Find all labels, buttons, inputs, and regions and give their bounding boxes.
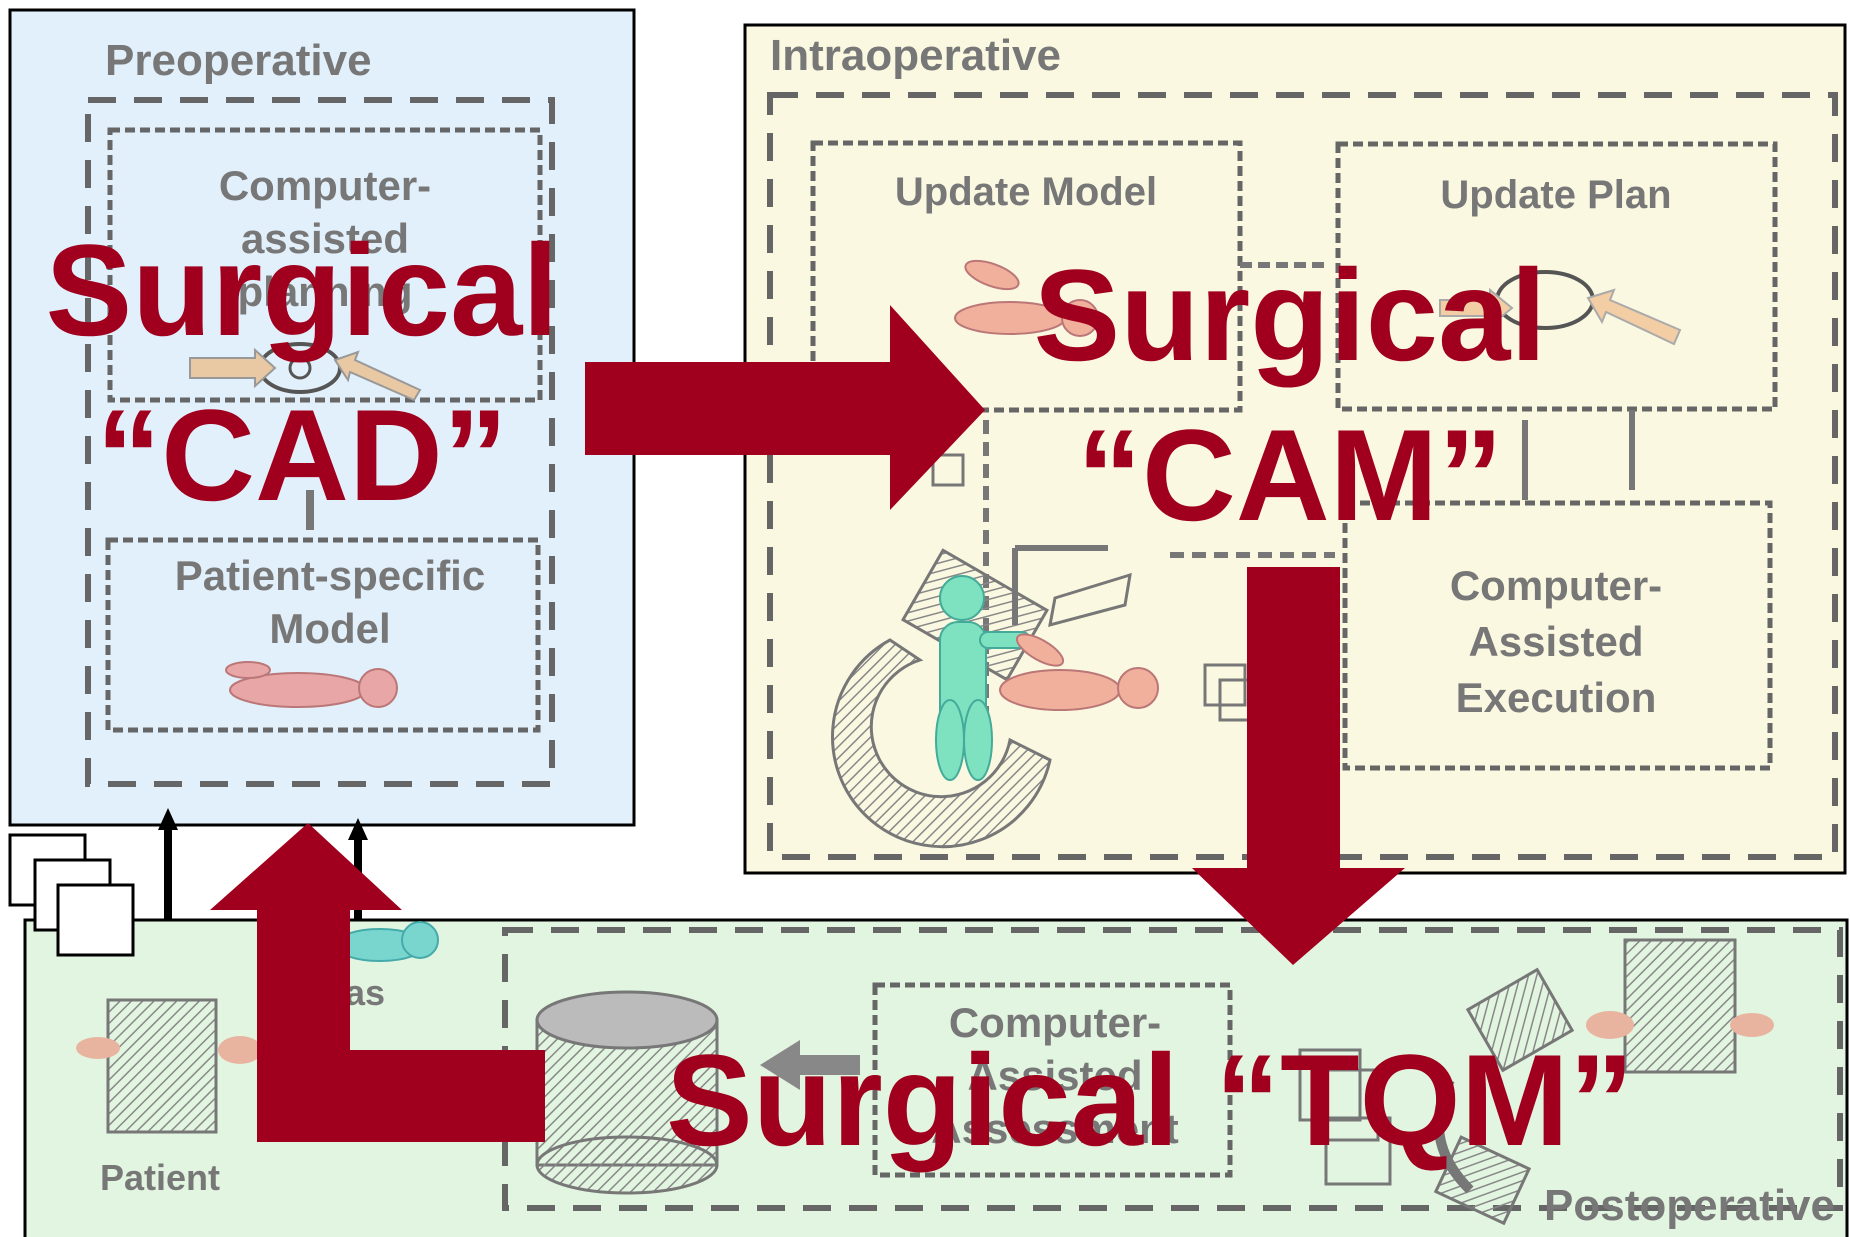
assessment-label-line3: Assessment	[931, 1105, 1178, 1152]
cad-label-line2: “CAD”	[96, 382, 508, 528]
cam-label-line1: Surgical	[1034, 242, 1547, 388]
atlas-label-fragment: as	[345, 972, 385, 1013]
preoperative-dashed-frame	[85, 97, 555, 787]
monitor-icon	[1048, 572, 1132, 628]
images-icon	[1298, 1048, 1392, 1186]
execution-label-line3: Execution	[1456, 674, 1657, 721]
update-plan-box	[1335, 141, 1778, 412]
cad-to-cam-arrow	[585, 305, 985, 510]
update-model-box	[810, 140, 1243, 413]
planning-input-arrow-right	[333, 350, 422, 402]
patient-on-table-icon	[999, 633, 1159, 711]
assessment-box	[872, 982, 1233, 1178]
planning-label-line3: planning	[238, 268, 413, 315]
patient-body-icon	[225, 661, 398, 708]
planning-label-line1: Computer-	[219, 162, 431, 209]
intraoperative-title: Intraoperative	[770, 31, 1061, 80]
patient-label: Patient	[100, 1157, 220, 1198]
planning-input-arrow-left	[189, 347, 277, 389]
patient-model-label-line1: Patient-specific	[175, 552, 485, 599]
postop-patient-feet-icon	[1730, 1013, 1774, 1037]
assessment-label-line1: Computer-	[949, 999, 1161, 1046]
cad-label-line1: Surgical	[46, 217, 559, 363]
update-model-body-icon	[954, 259, 1099, 337]
tqm-label: Surgical “TQM”	[666, 1027, 1634, 1173]
database-icon	[535, 990, 719, 1195]
tqm-to-cad-arrow	[210, 823, 545, 1142]
postop-patient-scan-icon	[1623, 938, 1737, 1074]
preoperative-title: Preoperative	[105, 36, 372, 85]
images-stack-icon	[1203, 663, 1247, 707]
update-plan-input-arrow-left	[1439, 287, 1514, 329]
update-model-label: Update Model	[895, 170, 1157, 214]
patient-model-box	[105, 537, 541, 733]
update-plan-label: Update Plan	[1440, 173, 1671, 217]
patient-scan-icon	[106, 998, 218, 1134]
execution-label-line1: Computer-	[1450, 562, 1662, 609]
postop-scanner-icon	[1433, 967, 1575, 1226]
update-plan-input-arrow-right	[1586, 288, 1682, 346]
surgeon-icon	[935, 575, 1031, 781]
postop-patient-head-icon	[1586, 1011, 1634, 1039]
patient-feet-icon	[76, 1037, 120, 1059]
postoperative-title: Postoperative	[1544, 1181, 1835, 1230]
execution-label-line2: Assisted	[1468, 618, 1643, 665]
execution-box	[1342, 500, 1773, 771]
assessment-label-line2: Assisted	[967, 1052, 1142, 1099]
assessment-to-database-arrow	[760, 1040, 860, 1090]
c-arm-scanner-icon	[831, 638, 1052, 849]
cam-label-line2: “CAM”	[1077, 402, 1503, 548]
image-icon-small	[931, 453, 965, 487]
patient-head-icon	[218, 1036, 262, 1064]
preoperative-panel: Preoperative Computer- assisted planning…	[8, 8, 636, 827]
patient-model-label-line2: Model	[269, 605, 390, 652]
cam-to-tqm-arrow	[1192, 567, 1405, 965]
planning-label-line2: assisted	[241, 215, 409, 262]
planning-box	[107, 127, 543, 403]
patient-to-preop-connectors	[8, 808, 368, 957]
operating-room-scene	[831, 453, 1262, 849]
